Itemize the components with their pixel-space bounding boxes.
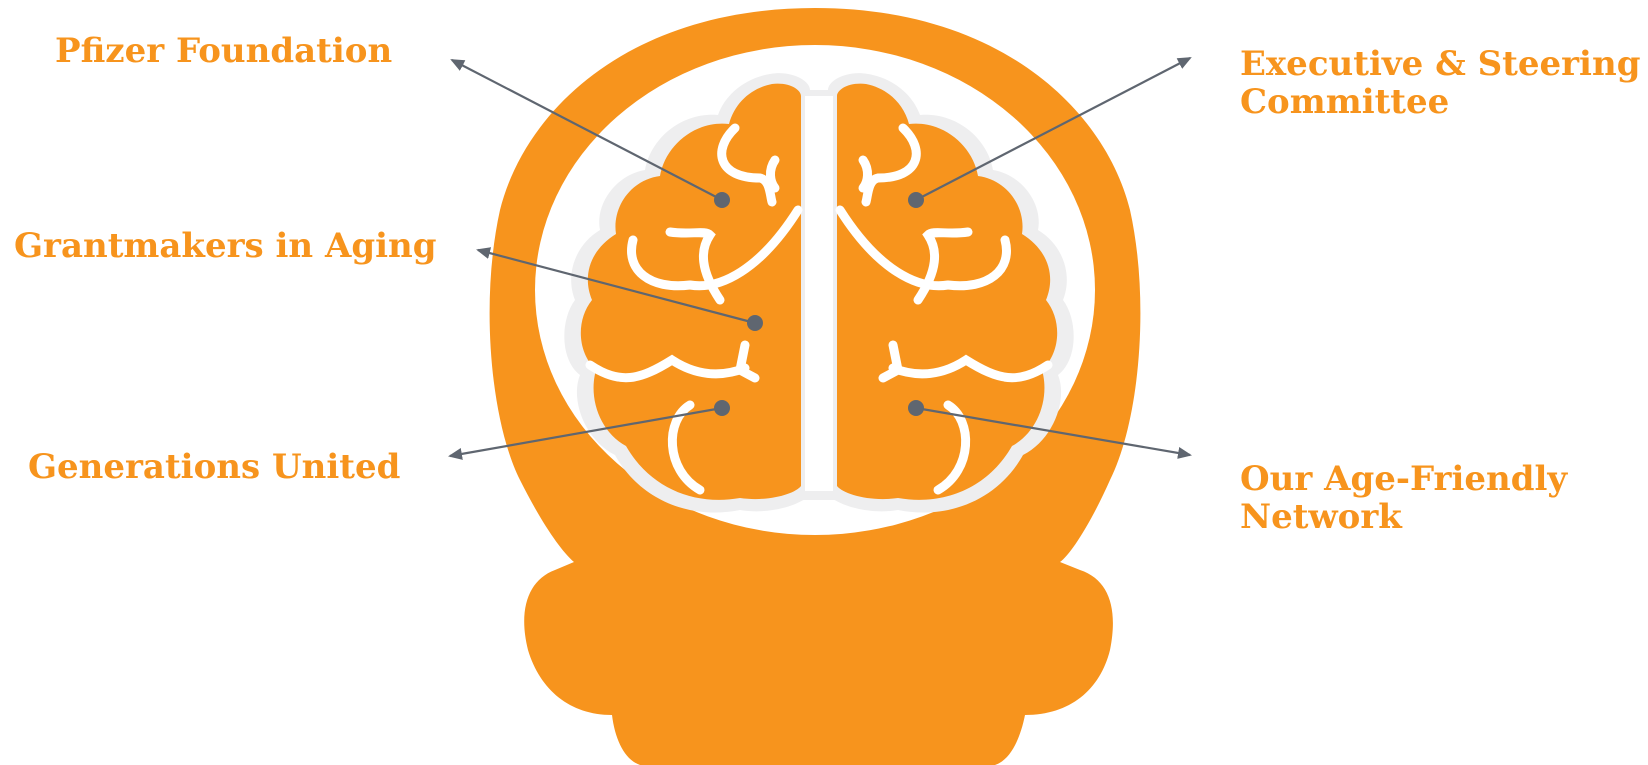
label-network-line2: Network	[1240, 498, 1567, 536]
label-executive-line1: Executive & Steering	[1240, 45, 1640, 83]
node-generations	[714, 400, 730, 416]
node-executive	[908, 192, 924, 208]
label-generations-united: Generations United	[28, 448, 400, 486]
node-pfizer	[714, 192, 730, 208]
node-grantmakers	[747, 315, 763, 331]
node-network	[908, 400, 924, 416]
label-pfizer-foundation: Pfizer Foundation	[55, 32, 392, 70]
label-executive-line2: Committee	[1240, 83, 1640, 121]
label-network-line1: Our Age-Friendly	[1240, 460, 1567, 498]
label-executive-steering-committee: Executive & Steering Committee	[1240, 45, 1640, 121]
label-age-friendly-network: Our Age-Friendly Network	[1240, 460, 1567, 536]
label-grantmakers-in-aging: Grantmakers in Aging	[14, 227, 437, 265]
